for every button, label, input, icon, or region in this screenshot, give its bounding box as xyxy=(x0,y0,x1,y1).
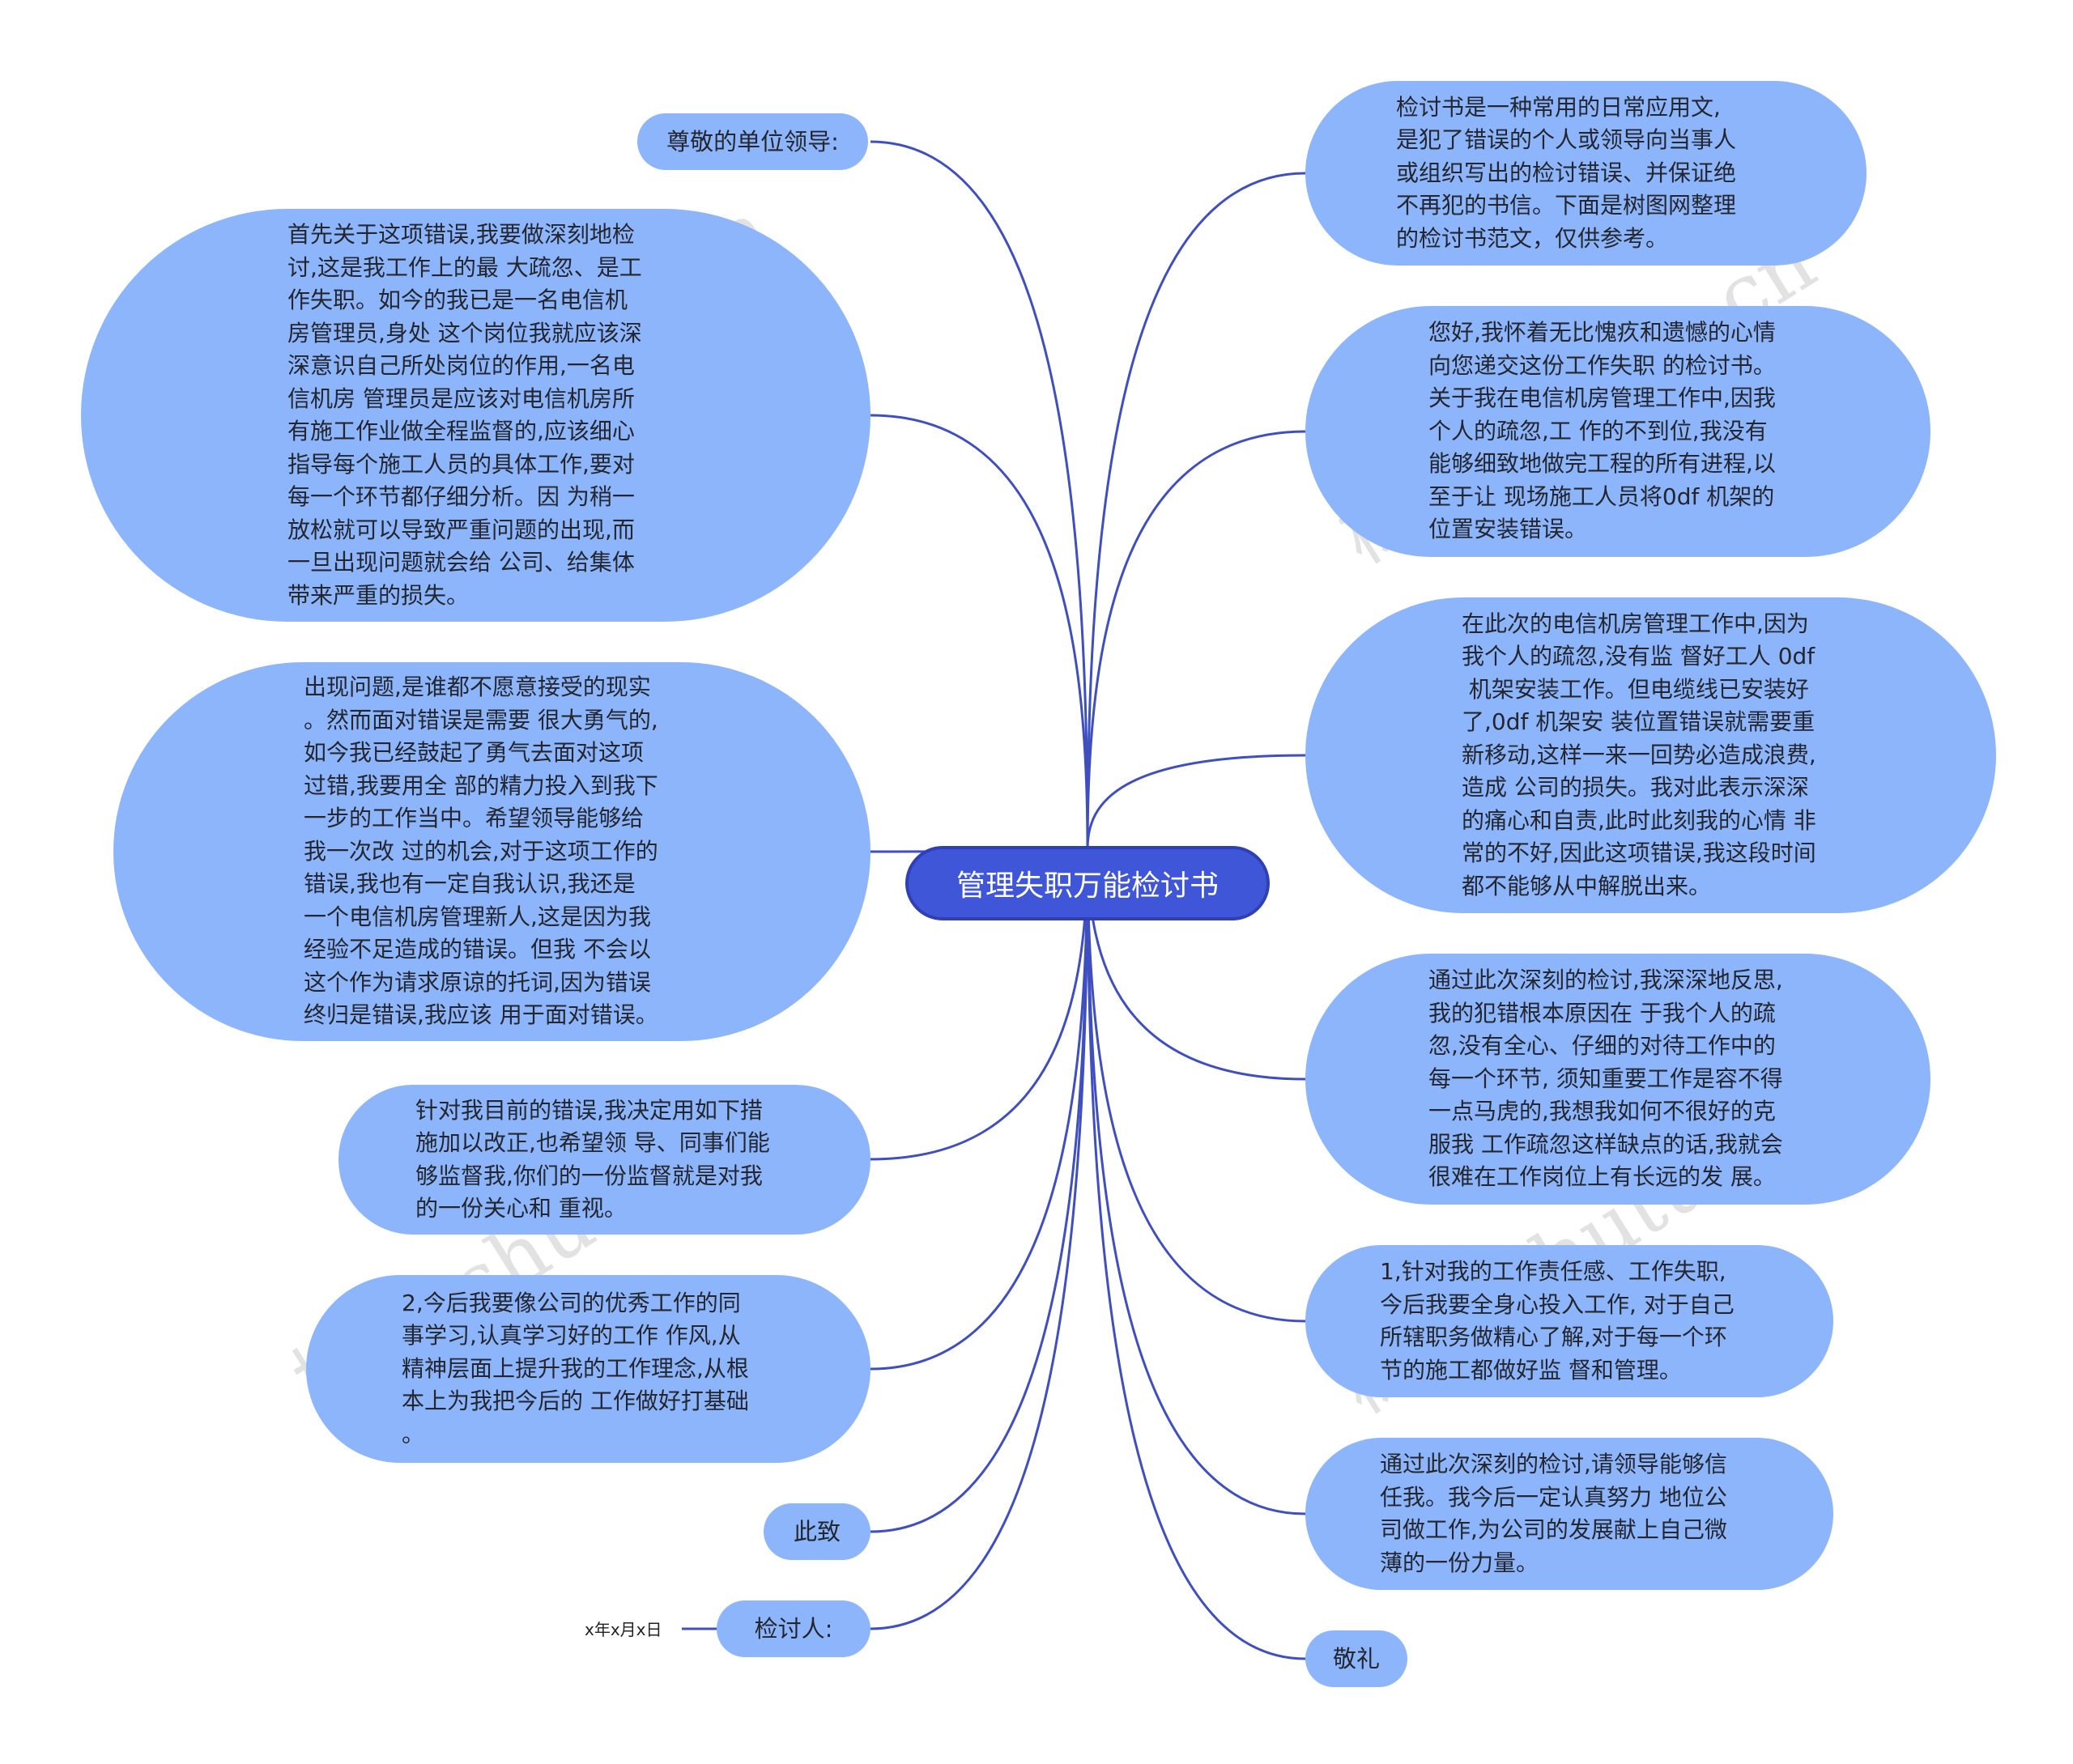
connector-right-6 xyxy=(1086,848,1306,1660)
connector-right-5 xyxy=(1086,848,1306,1515)
connector-right-2 xyxy=(1086,754,1306,849)
node-text: 1,针对我的工作责任感、工作失职, 今后我要全身心投入工作, 对于自己 所辖职务… xyxy=(1380,1258,1735,1384)
connector-left-5 xyxy=(870,848,1089,1533)
connector-left-0 xyxy=(870,140,1089,849)
node-text: 2,今后我要像公司的优秀工作的同 事学习,认真学习好的工作 作风,从 精神层面上… xyxy=(402,1289,749,1447)
node-definition[interactable]: 检讨书是一种常用的日常应用文, 是犯了错误的个人或领导向当事人 或组织写出的检讨… xyxy=(1305,81,1867,266)
node-cizhi[interactable]: 此致 xyxy=(764,1503,870,1560)
central-topic[interactable]: 管理失职万能检讨书 xyxy=(905,846,1270,920)
node-self-criticism[interactable]: 首先关于这项错误,我要做深刻地检 讨,这是我工作上的最 大疏忽、是工 作失职。如… xyxy=(81,209,870,622)
date-label: x年x月x日 xyxy=(585,1620,662,1639)
connector-left-1 xyxy=(870,414,1089,849)
node-text: 在此次的电信机房管理工作中,因为 我个人的疏忽,没有监 督好工人 0df 机架安… xyxy=(1462,610,1816,899)
node-reflection[interactable]: 通过此次深刻的检讨,我深深地反思, 我的犯错根本原因在 于我个人的疏 忽,没有全… xyxy=(1305,954,1930,1205)
connector-right-0 xyxy=(1086,172,1306,849)
node-learn-colleagues[interactable]: 2,今后我要像公司的优秀工作的同 事学习,认真学习好的工作 作风,从 精神层面上… xyxy=(306,1275,870,1463)
node-text: 针对我目前的错误,我决定用如下措 施加以改正,也希望领 导、同事们能 够监督我,… xyxy=(415,1096,770,1222)
central-topic-label: 管理失职万能检讨书 xyxy=(956,869,1219,903)
node-text: 检讨书是一种常用的日常应用文, 是犯了错误的个人或领导向当事人 或组织写出的检讨… xyxy=(1396,93,1737,252)
node-text: 敬礼 xyxy=(1332,1645,1380,1673)
node-salutation[interactable]: 尊敬的单位领导: xyxy=(637,113,868,170)
node-text: 此致 xyxy=(793,1518,841,1545)
node-text: 首先关于这项错误,我要做深刻地检 讨,这是我工作上的最 大疏忽、是工 作失职。如… xyxy=(287,221,642,609)
node-incident[interactable]: 在此次的电信机房管理工作中,因为 我个人的疏忽,没有监 督好工人 0df 机架安… xyxy=(1305,597,1996,913)
node-trust[interactable]: 通过此次深刻的检讨,请领导能够信 任我。我今后一定认真努力 地位公 司做工作,为… xyxy=(1305,1438,1833,1590)
node-responsibility[interactable]: 1,针对我的工作责任感、工作失职, 今后我要全身心投入工作, 对于自己 所辖职务… xyxy=(1305,1245,1833,1397)
connector-left-6 xyxy=(870,848,1089,1630)
node-text: 通过此次深刻的检讨,我深深地反思, 我的犯错根本原因在 于我个人的疏 忽,没有全… xyxy=(1428,967,1783,1191)
node-text: 出现问题,是谁都不愿意接受的现实 。然而面对错误是需要 很大勇气的, 如今我已经… xyxy=(304,674,658,1029)
node-text: 您好,我怀着无比愧疚和遗憾的心情 向您递交这份工作失职 的检讨书。 关于我在电信… xyxy=(1428,319,1776,543)
node-face-mistake[interactable]: 出现问题,是谁都不愿意接受的现实 。然而面对错误是需要 很大勇气的, 如今我已经… xyxy=(113,662,870,1041)
node-text: 尊敬的单位领导: xyxy=(666,128,839,155)
node-measures[interactable]: 针对我目前的错误,我决定用如下措 施加以改正,也希望领 导、同事们能 够监督我,… xyxy=(338,1085,870,1235)
node-text: 通过此次深刻的检讨,请领导能够信 任我。我今后一定认真努力 地位公 司做工作,为… xyxy=(1380,1451,1727,1576)
node-text: 检讨人: xyxy=(754,1615,833,1643)
connector-right-4 xyxy=(1086,848,1306,1323)
node-jingli[interactable]: 敬礼 xyxy=(1305,1630,1407,1687)
connector-right-1 xyxy=(1086,430,1306,849)
node-jiantaoren[interactable]: 检讨人: xyxy=(717,1600,870,1657)
node-greeting[interactable]: 您好,我怀着无比愧疚和遗憾的心情 向您递交这份工作失职 的检讨书。 关于我在电信… xyxy=(1305,306,1930,557)
